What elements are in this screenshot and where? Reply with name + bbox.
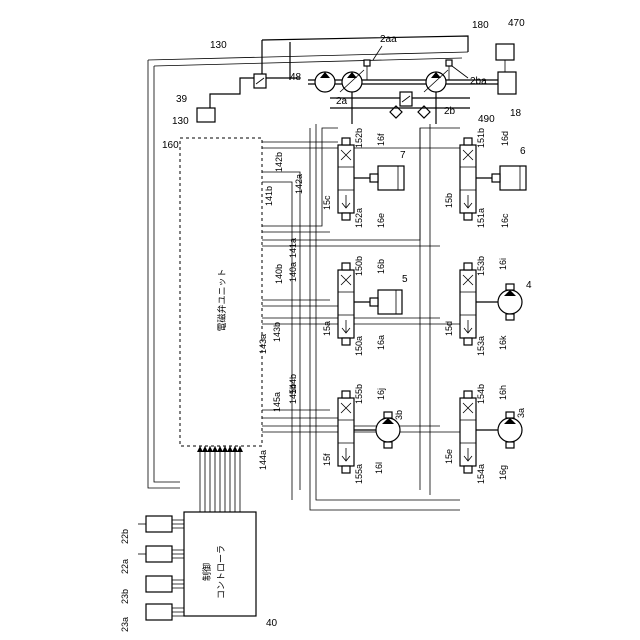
valve-15f [338,391,354,473]
relief-valve-left [254,74,266,88]
ref-154b: 154b [476,384,486,404]
motor-4 [476,284,522,320]
pump-2b [424,70,448,92]
ref-155a: 155a [354,464,364,484]
ref-2b: 2b [444,106,456,117]
ref-6: 6 [520,146,526,157]
ref-16i: 16i [498,258,508,270]
sensor-2aa [364,60,370,66]
box-470 [496,44,514,60]
ref-140a: 140a [288,262,298,282]
ref-15d: 15d [444,321,454,336]
signal-bus [197,446,243,512]
ref-151b: 151b [476,128,486,148]
ref-5: 5 [402,274,408,285]
ref-16a: 16a [376,335,386,350]
ref-143b: 143b [272,322,282,342]
ref-141b: 141b [264,186,274,206]
top-lines [148,36,505,488]
ref-152b: 152b [354,128,364,148]
ref-141a: 141a [288,238,298,258]
ref-16h: 16h [498,385,508,400]
ref-16e: 16e [376,213,386,228]
input-23a [146,604,184,620]
ref-2ba: 2ba [470,76,487,87]
ref-16c: 16c [500,213,510,228]
ref-470: 470 [508,18,525,29]
ref-16d: 16d [500,131,510,146]
valve-15b [460,138,476,220]
ref-39: 39 [176,94,188,105]
ref-155b: 155b [354,384,364,404]
valve-15a [338,263,354,345]
ref-23a: 23a [120,617,130,632]
ref-18: 18 [510,108,522,119]
ref-143a: 143a [258,334,268,354]
ref-16g: 16g [498,465,508,480]
ref-3a: 3a [516,408,526,418]
valve-15e [460,391,476,473]
ref-15e: 15e [444,449,454,464]
ref-40: 40 [266,618,278,629]
ref-151a: 151a [476,208,486,228]
ref-23b: 23b [120,589,130,604]
solenoid-unit-label: 電磁弁ユニット [216,268,228,331]
ref-15f: 15f [322,453,332,466]
controller-label-1: 制御 [201,563,213,581]
ref-150a: 150a [354,336,364,356]
input-23b [146,576,184,592]
ref-180: 180 [472,20,489,31]
valve-15c [338,138,354,220]
ref-153a: 153a [476,336,486,356]
ref-15b: 15b [444,193,454,208]
ref-4: 4 [526,280,532,291]
cylinder-7 [354,166,404,190]
pump-2a [340,70,364,92]
cylinder-5 [354,290,402,314]
ref-2a: 2a [336,96,348,107]
ref-153b: 153b [476,256,486,276]
sensor-39 [197,108,215,122]
ref-48: 48 [290,72,302,83]
ref-22b: 22b [120,529,130,544]
ref-22a: 22a [120,559,130,574]
ref-16j: 16j [376,388,386,400]
ref-142b: 142b [274,152,284,172]
ref-16k: 16k [498,335,508,350]
ref-142a: 142a [294,174,304,194]
ref-2aa: 2aa [380,34,397,45]
ref-145a: 145a [272,392,282,412]
cylinder-6 [476,166,526,190]
ref-160: 160 [162,140,179,151]
ref-16b: 16b [376,259,386,274]
ref-7: 7 [400,150,406,161]
ref-15c: 15c [322,195,332,210]
ref-130-top: 130 [210,40,227,51]
ref-144b: 144b [288,374,298,394]
ref-144a: 144a [258,450,268,470]
ref-130-left: 130 [172,116,189,127]
engine-18 [498,72,516,94]
ref-154a: 154a [476,464,486,484]
ref-490: 490 [478,114,495,125]
input-22a [138,546,184,562]
sensor-2ba [446,60,452,66]
ref-3b: 3b [394,410,404,420]
relief-valve-mid [400,92,412,106]
controller-label-2: コントローラ [216,545,227,599]
ref-150b: 150b [354,256,364,276]
ref-152a: 152a [354,208,364,228]
ref-140b: 140b [274,264,284,284]
ref-16l: 16l [374,462,384,474]
input-22b [138,516,184,532]
ref-16f: 16f [376,133,386,146]
pump-48 [315,72,335,92]
pilot-lines [262,124,460,510]
valve-15d [460,263,476,345]
ref-15a: 15a [322,321,332,336]
